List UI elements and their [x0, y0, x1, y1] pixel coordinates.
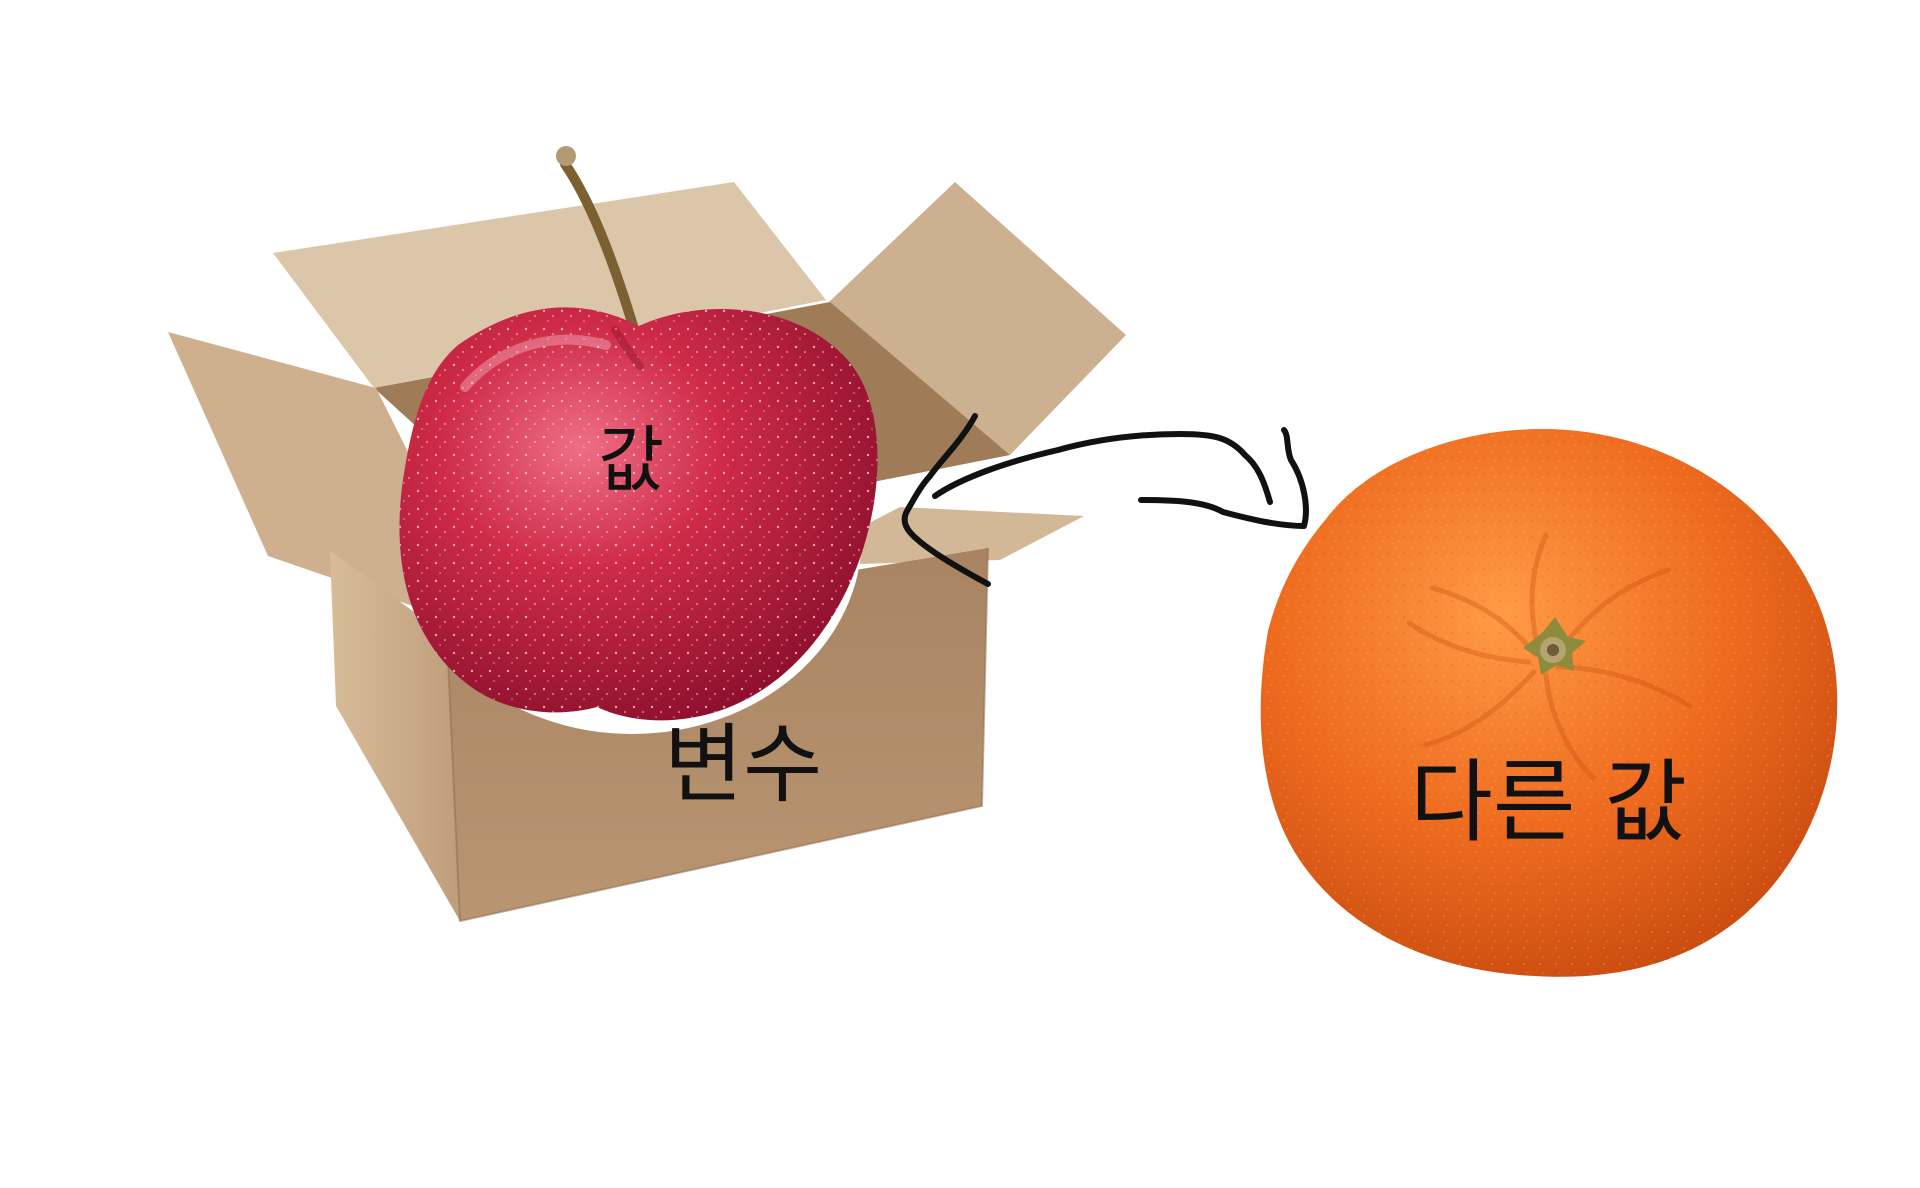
arrow-shaft: [932, 427, 1309, 529]
box-back-right-flap: [829, 182, 1126, 455]
apple-stem: [560, 159, 642, 344]
box-left-side: [330, 551, 460, 921]
box-front-edge: [446, 547, 989, 923]
arrow-head: [901, 413, 991, 587]
variable-label: 변수: [664, 715, 823, 815]
apple-illustration: [399, 146, 878, 734]
value-label: 값: [598, 418, 665, 502]
box-back-left-flap: [273, 182, 826, 388]
tangerine-calyx: [1523, 617, 1586, 675]
other-value-label: 다른 값: [1410, 750, 1688, 855]
tangerine-illustration: [1260, 429, 1838, 977]
hand-drawn-arrow: [901, 413, 1309, 587]
